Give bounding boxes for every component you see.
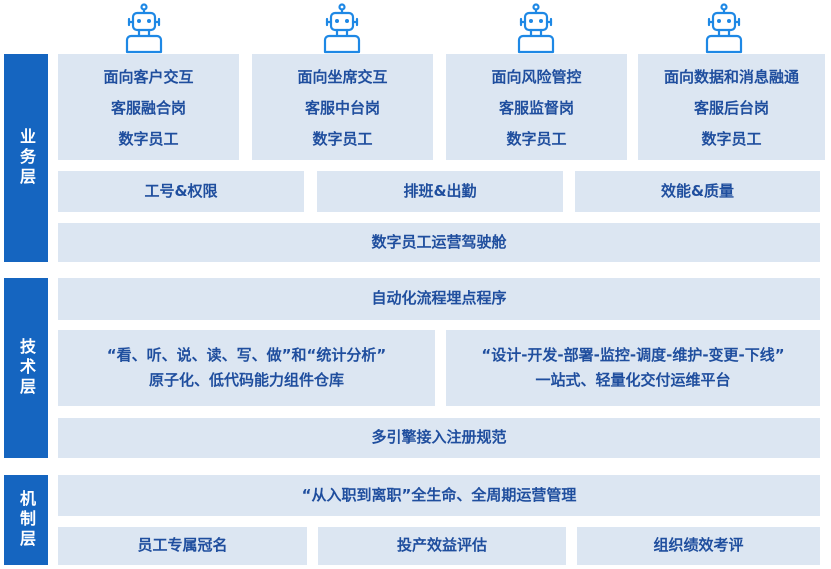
- box-scheduling-attendance: 排班&出勤: [317, 171, 563, 212]
- box-lifecycle-management: “从入职到离职”全生命、全周期运营管理: [58, 475, 820, 516]
- box-efficiency-quality: 效能&质量: [575, 171, 820, 212]
- layer-label-mechanism: 机制层: [4, 475, 48, 565]
- devops-lifecycle: “设计-开发-部署-监控-调度-维护-变更-下线”: [481, 345, 785, 364]
- role-position: 客服监督岗: [498, 98, 574, 117]
- role-type: 数字员工: [312, 129, 373, 148]
- role-type: 数字员工: [506, 129, 567, 148]
- box-production-benefit: 投产效益评估: [318, 527, 566, 565]
- role-card-agent: 面向坐席交互 客服中台岗 数字员工: [252, 54, 433, 160]
- role-focus: 面向数据和消息融通: [663, 67, 799, 86]
- robot-icon: [323, 3, 361, 54]
- box-employee-naming: 员工专属冠名: [58, 527, 307, 565]
- box-engine-registration: 多引擎接入注册规范: [58, 418, 820, 458]
- role-type: 数字员工: [701, 129, 762, 148]
- role-position: 客服中台岗: [304, 98, 380, 117]
- box-performance-review: 组织绩效考评: [577, 527, 820, 565]
- role-card-data: 面向数据和消息融通 客服后台岗 数字员工: [638, 54, 825, 160]
- box-id-permission: 工号&权限: [58, 171, 304, 212]
- role-card-customer: 面向客户交互 客服融合岗 数字员工: [58, 54, 239, 160]
- role-focus: 面向坐席交互: [297, 67, 388, 86]
- role-focus: 面向客户交互: [103, 67, 194, 86]
- robot-icon: [125, 3, 163, 54]
- role-position: 客服后台岗: [693, 98, 769, 117]
- box-operations-cockpit: 数字员工运营驾驶舱: [58, 223, 820, 262]
- robot-icon: [705, 3, 743, 54]
- component-repository-name: 原子化、低代码能力组件仓库: [148, 371, 344, 389]
- layer-label-technology: 技术层: [4, 278, 48, 458]
- role-focus: 面向风险管控: [491, 67, 582, 86]
- box-devops-platform: “设计-开发-部署-监控-调度-维护-变更-下线” 一站式、轻量化交付运维平台: [446, 330, 820, 406]
- role-card-risk: 面向风险管控 客服监督岗 数字员工: [446, 54, 627, 160]
- component-capabilities: “看、听、说、读、写、做”和“统计分析”: [106, 345, 387, 364]
- role-position: 客服融合岗: [110, 98, 186, 117]
- devops-platform-name: 一站式、轻量化交付运维平台: [535, 371, 731, 389]
- robot-icon: [517, 3, 555, 54]
- box-automation-tracking: 自动化流程埋点程序: [58, 278, 820, 320]
- box-component-repository: “看、听、说、读、写、做”和“统计分析” 原子化、低代码能力组件仓库: [58, 330, 435, 406]
- layer-label-business: 业务层: [4, 54, 48, 262]
- role-type: 数字员工: [118, 129, 179, 148]
